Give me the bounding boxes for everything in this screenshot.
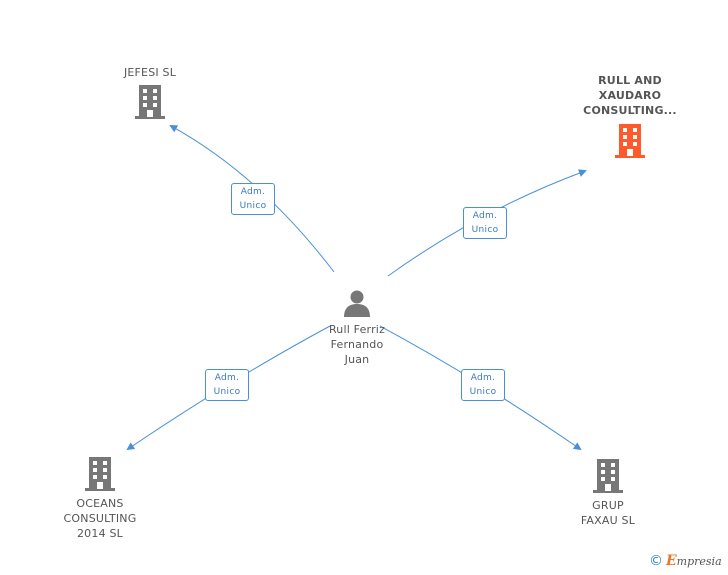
brand-name: mpresia xyxy=(676,555,722,568)
copyright-icon: © xyxy=(649,553,663,569)
building-icon xyxy=(135,85,165,119)
person-node[interactable]: Rull Ferriz Fernando Juan xyxy=(305,288,409,367)
relation-label-oceans[interactable]: Adm. Unico xyxy=(205,369,249,401)
brand-footer: ©Empresia xyxy=(649,553,722,569)
company-name-jefesi: JEFESI SL xyxy=(123,66,177,79)
building-icon xyxy=(85,457,115,491)
building-icon xyxy=(615,124,645,158)
relation-label-rull-xaudaro[interactable]: Adm. Unico xyxy=(463,207,507,239)
company-name-oceans: OCEANS CONSULTING 2014 SL xyxy=(63,497,137,540)
relation-label-grup-faxau[interactable]: Adm. Unico xyxy=(461,369,505,401)
relation-label-jefesi[interactable]: Adm. Unico xyxy=(231,183,275,215)
company-name-grup-faxau: GRUP FAXAU SL xyxy=(580,499,636,527)
company-name-rull-xaudaro: RULL AND XAUDARO CONSULTING... xyxy=(583,74,677,117)
building-icon xyxy=(593,459,623,493)
company-node-oceans[interactable]: OCEANS CONSULTING 2014 SL xyxy=(48,457,152,541)
company-node-rull-xaudaro[interactable]: RULL AND XAUDARO CONSULTING... xyxy=(572,73,688,158)
company-node-grup-faxau[interactable]: GRUP FAXAU SL xyxy=(558,459,658,528)
company-node-jefesi[interactable]: JEFESI SL xyxy=(100,65,200,119)
person-name: Rull Ferriz Fernando Juan xyxy=(328,323,386,366)
person-icon xyxy=(344,290,370,317)
brand-initial: E xyxy=(666,553,677,569)
